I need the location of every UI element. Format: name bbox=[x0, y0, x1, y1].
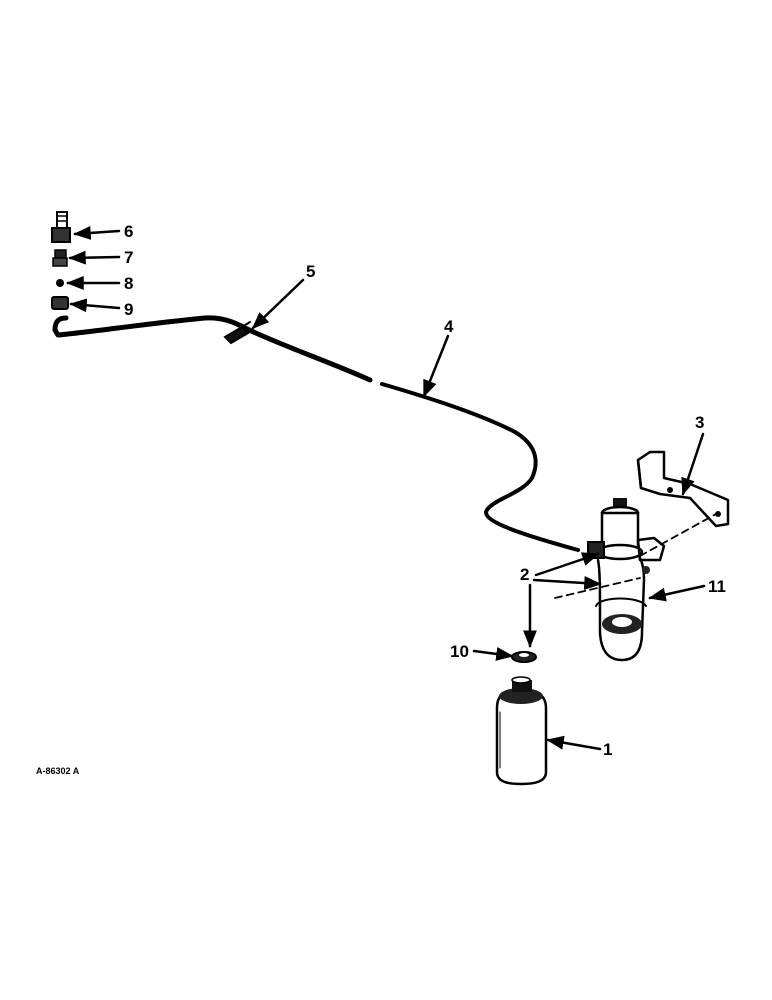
callout-10: 10 bbox=[450, 642, 469, 661]
canister-part-1 bbox=[495, 676, 548, 786]
callout-5: 5 bbox=[306, 262, 315, 281]
nipple-part-7 bbox=[52, 249, 68, 267]
callout-4: 4 bbox=[444, 317, 454, 336]
ball-part-8 bbox=[56, 279, 64, 287]
leader-arrows bbox=[66, 225, 706, 751]
callout-3: 3 bbox=[695, 413, 704, 432]
callout-9: 9 bbox=[124, 300, 133, 319]
fitting-part-6 bbox=[51, 211, 71, 243]
callout-6: 6 bbox=[124, 222, 133, 241]
figure-reference: A-86302 A bbox=[36, 766, 80, 776]
callout-8: 8 bbox=[124, 274, 133, 293]
gasket-part-10 bbox=[511, 651, 537, 663]
callout-7: 7 bbox=[124, 248, 133, 267]
bracket-part-3 bbox=[636, 450, 730, 528]
fitting-part-5 bbox=[223, 321, 251, 345]
callout-11: 11 bbox=[708, 577, 726, 596]
filter-assembly-part-11 bbox=[587, 498, 666, 662]
callout-2: 2 bbox=[520, 565, 529, 584]
tube-part-4 bbox=[52, 315, 580, 552]
nut-part-9 bbox=[51, 296, 69, 310]
callout-1: 1 bbox=[603, 740, 612, 759]
